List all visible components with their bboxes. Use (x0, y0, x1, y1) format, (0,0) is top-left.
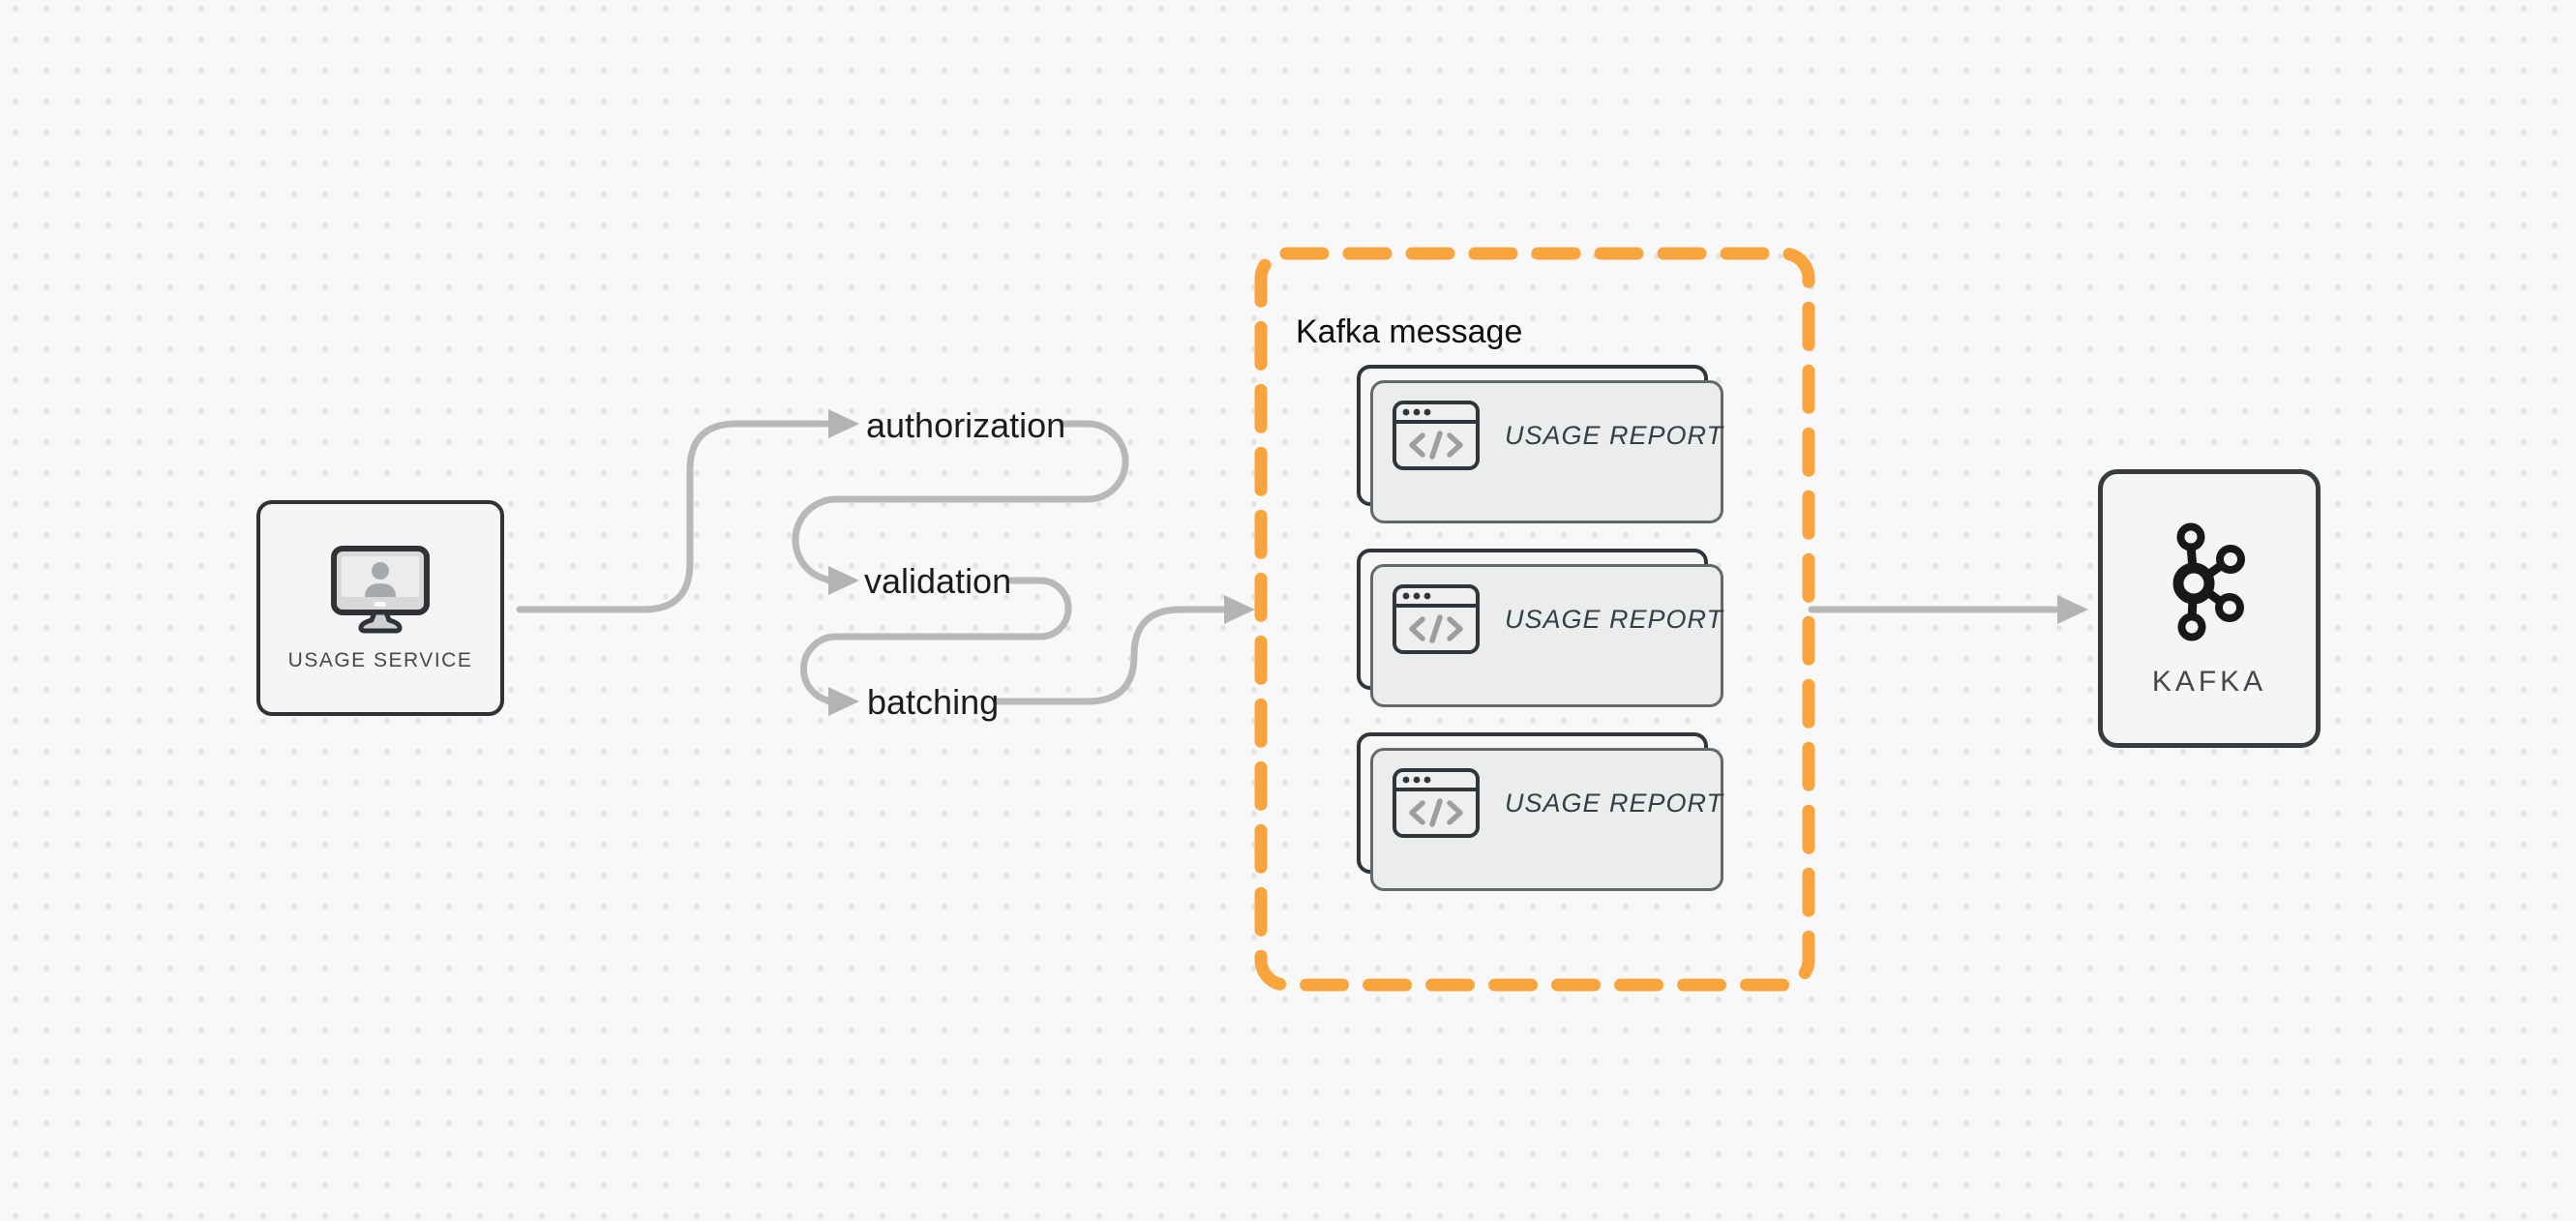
arrowhead-into-kafka-message (1224, 595, 1255, 624)
kafka-message-group-border (1254, 247, 1815, 992)
code-window-icon (1393, 768, 1480, 838)
connector-batching-to-kafka-message (993, 606, 1227, 705)
step-label-batching: batching (867, 682, 1000, 722)
kafka-node: KAFKA (2098, 469, 2321, 748)
connector-authorization-to-validation (792, 420, 1129, 584)
connector-validation-to-batching (800, 577, 1072, 705)
usage-service-label: USAGE SERVICE (287, 648, 473, 671)
step-label-validation: validation (864, 561, 1012, 601)
code-window-icon (1393, 584, 1480, 654)
step-label-authorization: authorization (866, 405, 1066, 445)
code-window-icon (1393, 401, 1480, 470)
usage-report-label: USAGE REPORT (1505, 604, 1724, 634)
kafka-label: KAFKA (2151, 666, 2267, 698)
monitor-user-icon (331, 545, 430, 633)
usage-report-label: USAGE REPORT (1505, 788, 1724, 818)
usage-report-label: USAGE REPORT (1505, 420, 1724, 450)
kafka-logo-icon (2172, 522, 2245, 641)
usage-service-node: USAGE SERVICE (256, 500, 504, 716)
connector-usage-to-authorization (516, 420, 830, 613)
usage-report-card: USAGE REPORT (1357, 549, 1723, 707)
usage-report-card: USAGE REPORT (1357, 365, 1723, 523)
arrowhead-authorization (828, 409, 859, 438)
arrowhead-batching (828, 687, 859, 716)
kafka-message-group-title: Kafka message (1296, 313, 1523, 350)
arrowhead-into-kafka (2057, 595, 2088, 624)
arrowhead-validation (828, 566, 859, 595)
usage-report-card: USAGE REPORT (1357, 732, 1723, 891)
